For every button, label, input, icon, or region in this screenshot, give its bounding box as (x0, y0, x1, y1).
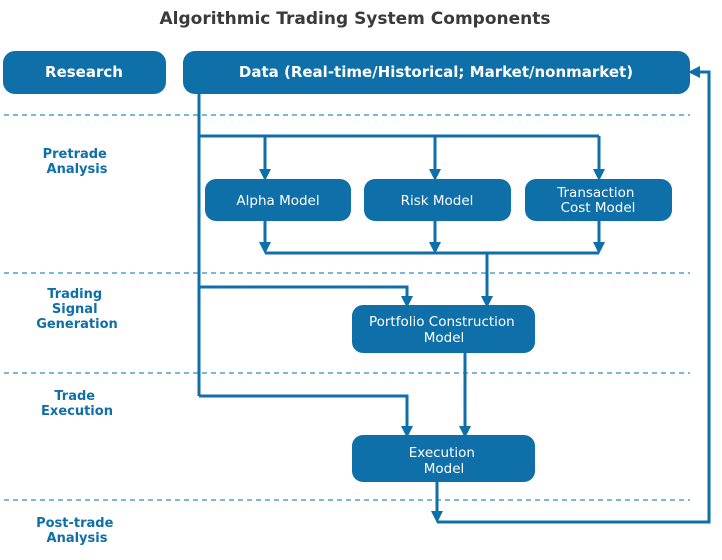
diagram-title: Algorithmic Trading System Components (159, 9, 550, 29)
risk-model-label: Risk Model (401, 193, 474, 209)
stage-label-signal-generation: Trading Signal Generation (36, 287, 118, 332)
execution-model-box: Execution Model (352, 435, 535, 482)
arrow-data-to-execution (199, 394, 413, 438)
alpha-model-box: Alpha Model (205, 179, 351, 221)
stage-label-pretrade: Pretrade Analysis (43, 147, 112, 177)
transaction-cost-model-label: Transaction Cost Model (556, 185, 639, 216)
data-box: Data (Real-time/Historical; Market/nonma… (183, 51, 690, 94)
research-box: Research (3, 51, 166, 94)
arrow-data-to-portfolio (199, 285, 413, 308)
flow-lines (197, 66, 711, 524)
portfolio-construction-model-label: Portfolio Construction Model (369, 314, 519, 346)
stage-label-trade-execution: Trade Execution (41, 389, 113, 419)
portfolio-construction-model-box: Portfolio Construction Model (352, 305, 535, 353)
research-box-label: Research (45, 63, 123, 81)
feedback-loop-arrow (437, 66, 711, 524)
execution-model-label: Execution Model (409, 445, 480, 477)
transaction-cost-model-box: Transaction Cost Model (525, 179, 672, 221)
alpha-model-label: Alpha Model (236, 193, 319, 209)
stage-label-post-trade: Post-trade Analysis (36, 516, 118, 546)
risk-model-box: Risk Model (364, 179, 511, 221)
data-box-label: Data (Real-time/Historical; Market/nonma… (239, 63, 633, 81)
